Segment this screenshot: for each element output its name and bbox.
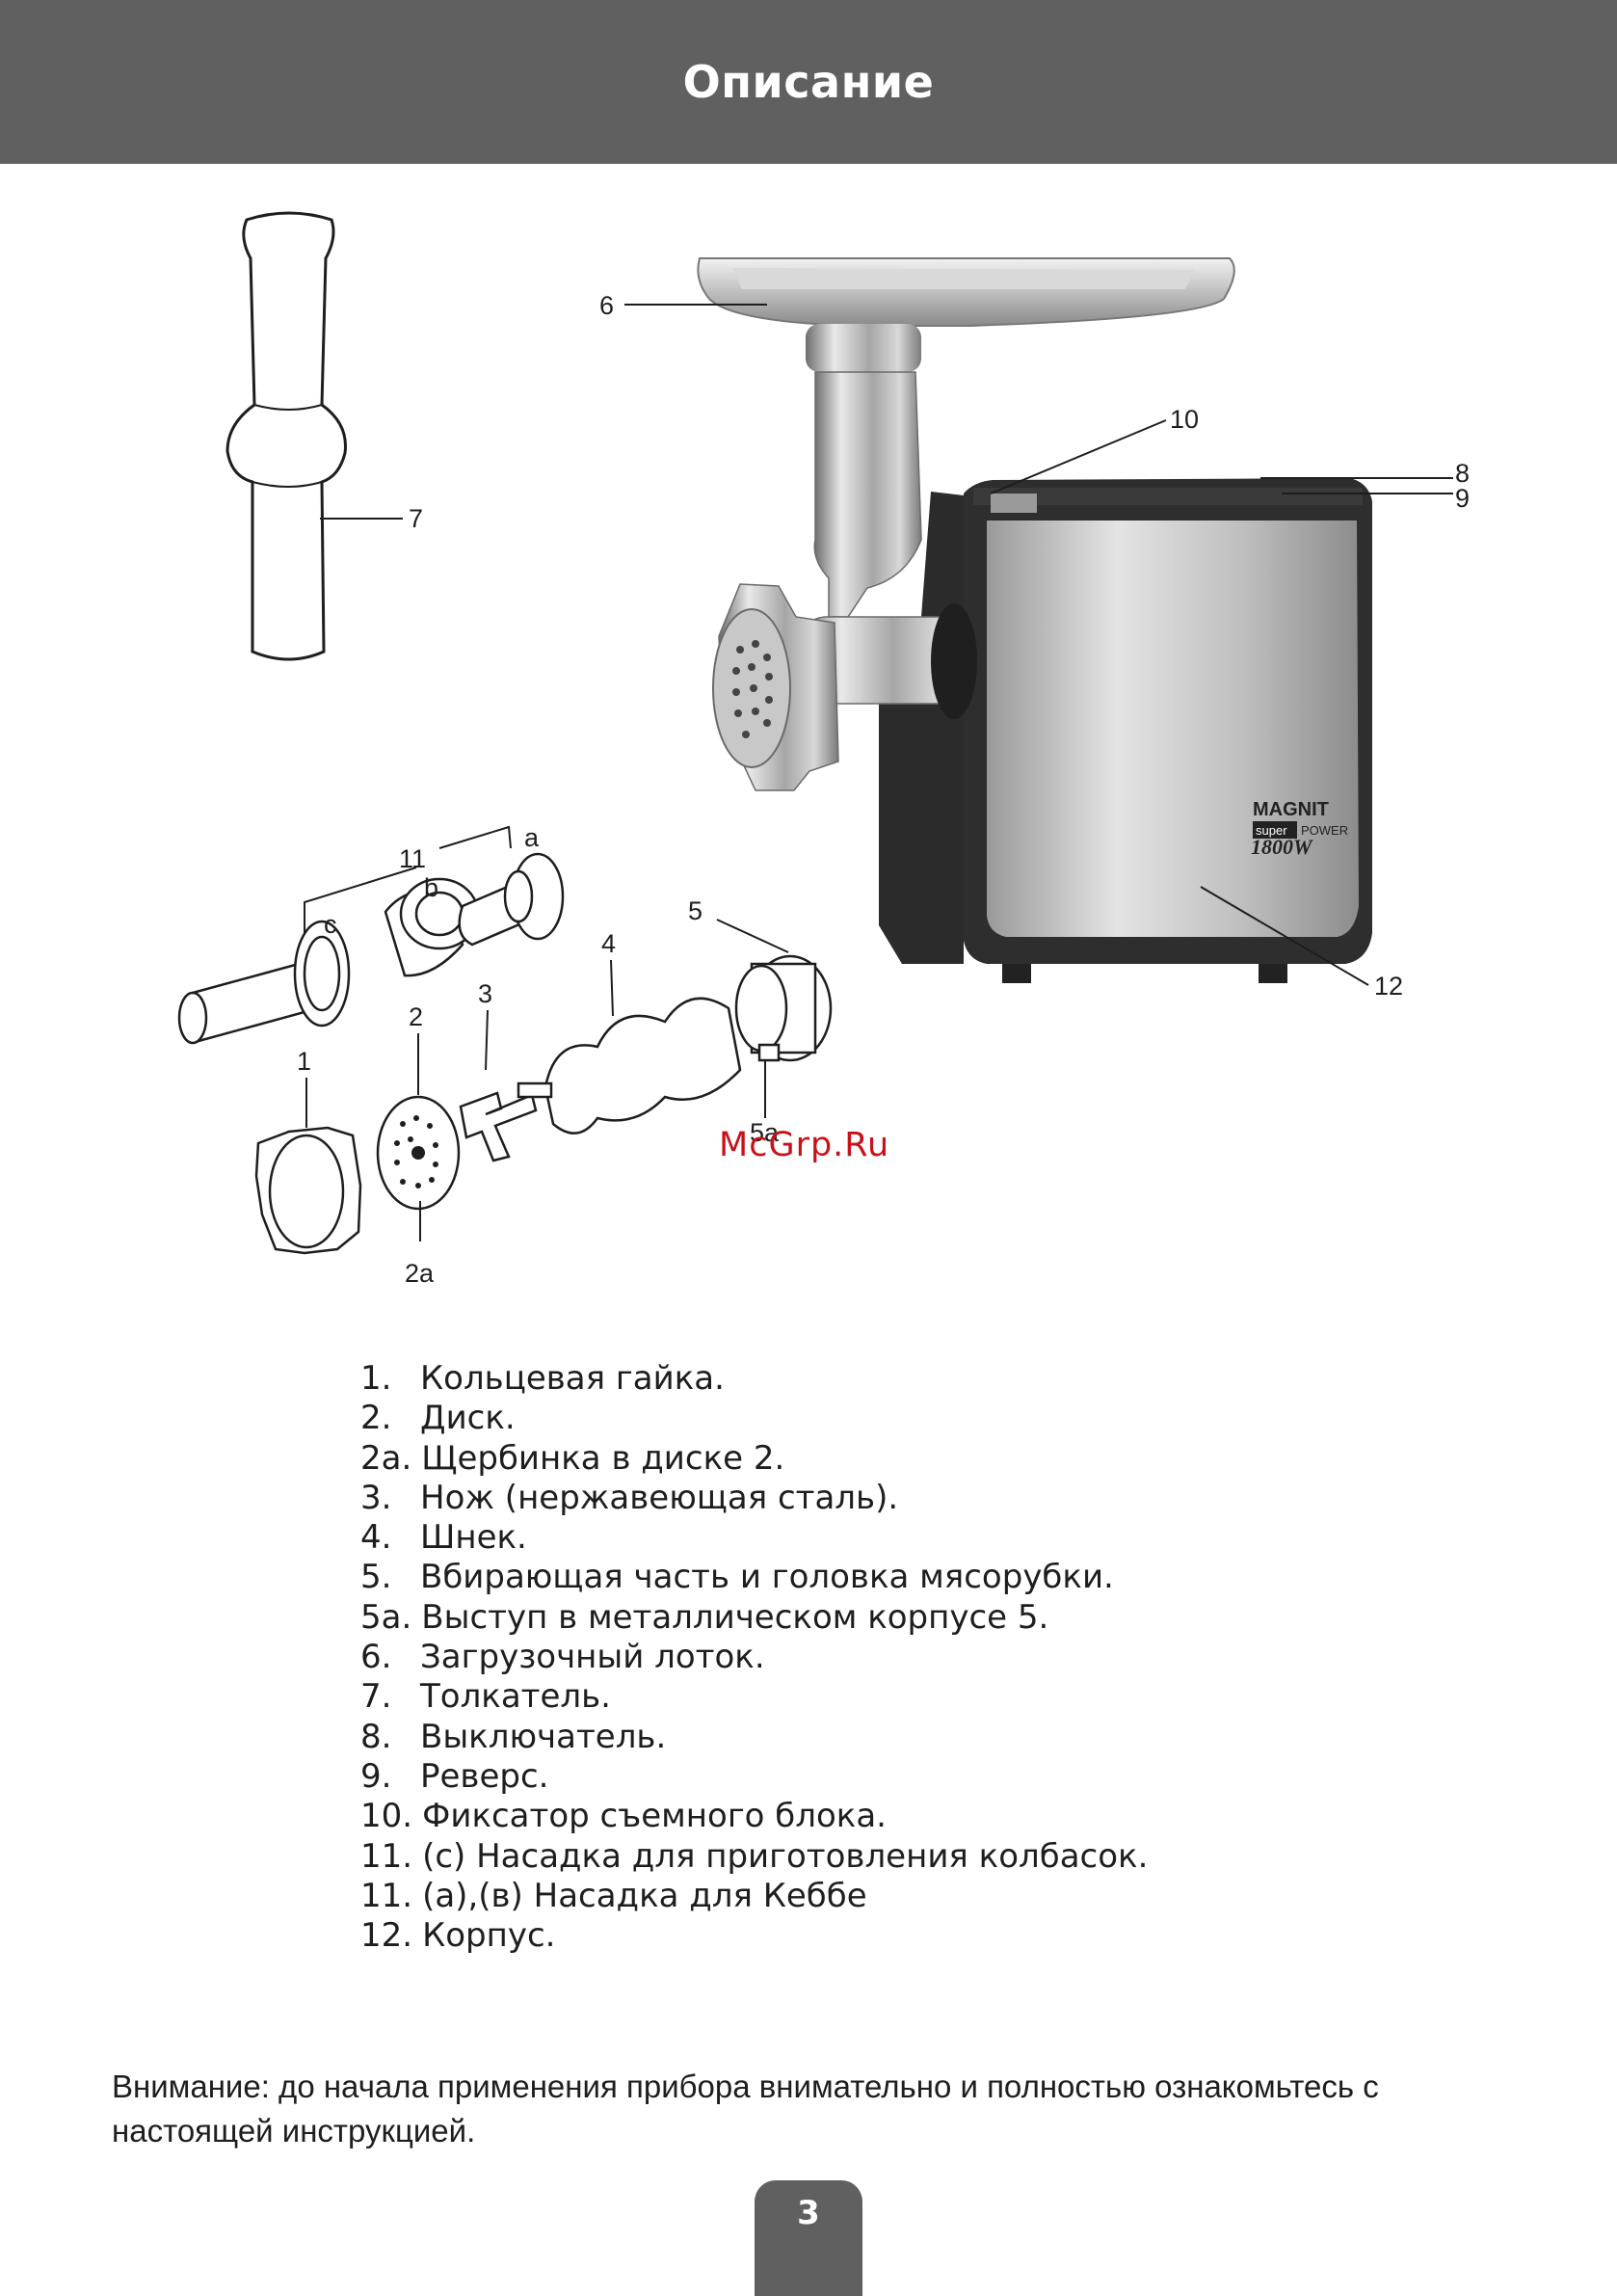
legend-text: Вбирающая часть и головка мясорубки. bbox=[420, 1558, 1114, 1597]
legend-text: Загрузочный лоток. bbox=[420, 1638, 765, 1677]
brand-power: 1800W bbox=[1251, 835, 1313, 859]
legend-number: 10. bbox=[360, 1797, 413, 1836]
pusher-illustration bbox=[225, 211, 347, 661]
callout-a: a bbox=[524, 823, 540, 852]
legend-item: 8. Выключатель. bbox=[360, 1718, 1148, 1757]
motor-body-illustration: MAGNIT super POWER 1800W bbox=[879, 478, 1372, 983]
callout-2a: 2a bbox=[405, 1259, 435, 1288]
callout-5a: 5a bbox=[750, 1118, 780, 1147]
legend-text: Корпус. bbox=[422, 1916, 556, 1956]
legend-text: (с) Насадка для приготовления колбасок. bbox=[422, 1836, 1149, 1876]
page-title: Описание bbox=[682, 56, 935, 108]
legend-item: 9. Реверс. bbox=[360, 1757, 1148, 1797]
legend-number: 5. bbox=[360, 1558, 392, 1597]
legend-number: 9. bbox=[360, 1756, 392, 1796]
legend-number: 4. bbox=[360, 1518, 392, 1558]
legend-text: Нож (нержавеющая сталь). bbox=[420, 1478, 899, 1517]
page-number-tab: 3 bbox=[755, 2180, 862, 2296]
legend-text: Щербинка в диске 2. bbox=[421, 1438, 785, 1478]
callout-10: 10 bbox=[1170, 405, 1199, 434]
legend-text: (а),(в) Насадка для Кеббе bbox=[422, 1876, 867, 1915]
legend-number: 5а. bbox=[360, 1597, 412, 1637]
warning-notice: Внимание: до начала применения прибора в… bbox=[112, 2065, 1519, 2153]
callout-b: b bbox=[424, 873, 438, 902]
warning-label: Внимание: bbox=[112, 2069, 270, 2104]
legend-number: 3. bbox=[360, 1478, 392, 1517]
legend-text: Выключатель. bbox=[420, 1717, 667, 1756]
legend-text: Шнек. bbox=[420, 1518, 527, 1558]
legend-number: 6. bbox=[360, 1638, 392, 1677]
callout-1: 1 bbox=[297, 1047, 311, 1076]
watermark: McGrp.Ru bbox=[719, 1126, 890, 1164]
legend-text: Диск. bbox=[420, 1399, 516, 1438]
legend-item: 1. Кольцевая гайка. bbox=[360, 1359, 1148, 1399]
legend-item: 6. Загрузочный лоток. bbox=[360, 1638, 1148, 1677]
legend-number: 7. bbox=[360, 1677, 392, 1717]
legend-number: 1. bbox=[360, 1359, 392, 1398]
neck-illustration bbox=[806, 324, 922, 618]
legend-item: 7. Толкатель. bbox=[360, 1677, 1148, 1717]
legend-item: 12.Корпус. bbox=[360, 1916, 1148, 1956]
callout-5: 5 bbox=[688, 896, 702, 925]
legend-number: 2а. bbox=[360, 1438, 412, 1478]
legend-number: 8. bbox=[360, 1717, 392, 1756]
brand-name: MAGNIT bbox=[1253, 799, 1329, 820]
legend-text: Фиксатор съемного блока. bbox=[422, 1797, 887, 1836]
warning-text: до начала применения прибора внимательно… bbox=[112, 2069, 1379, 2149]
legend-text: Кольцевая гайка. bbox=[420, 1359, 725, 1398]
tray-illustration bbox=[697, 257, 1235, 327]
legend-item: 11.(с) Насадка для приготовления колбасо… bbox=[360, 1837, 1148, 1877]
brand-line2: POWER bbox=[1301, 823, 1348, 838]
legend-number: 12. bbox=[360, 1916, 413, 1956]
brand-line1: super bbox=[1256, 823, 1287, 838]
legend-item: 5. Вбирающая часть и головка мясорубки. bbox=[360, 1558, 1148, 1597]
legend-text: Выступ в металлическом корпусе 5. bbox=[421, 1597, 1049, 1637]
legend-item: 4. Шнек. bbox=[360, 1518, 1148, 1558]
exploded-parts bbox=[177, 852, 833, 1255]
callout-11: 11 bbox=[399, 844, 426, 873]
legend-item: 2. Диск. bbox=[360, 1399, 1148, 1438]
legend-number: 11. bbox=[360, 1876, 413, 1915]
legend-item: 2а.Щербинка в диске 2. bbox=[360, 1439, 1148, 1479]
head-illustration bbox=[712, 583, 977, 791]
legend-number: 2. bbox=[360, 1399, 392, 1438]
legend-number: 11. bbox=[360, 1836, 413, 1876]
page-number: 3 bbox=[797, 2194, 820, 2232]
callout-7: 7 bbox=[409, 504, 423, 533]
parts-legend: 1. Кольцевая гайка. 2. Диск. 2а.Щербинка в… bbox=[360, 1359, 1148, 1956]
callout-8: 8 bbox=[1455, 459, 1470, 488]
callout-c: c bbox=[324, 910, 337, 939]
product-diagram: 7 6 MAGNIT super POWER 1800W bbox=[0, 164, 1617, 1321]
callout-3: 3 bbox=[478, 979, 492, 1008]
legend-item: 3. Нож (нержавеющая сталь). bbox=[360, 1479, 1148, 1518]
legend-item: 5а.Выступ в металлическом корпусе 5. bbox=[360, 1598, 1148, 1638]
callout-4: 4 bbox=[601, 929, 616, 958]
callout-12: 12 bbox=[1374, 972, 1403, 1001]
legend-item: 10.Фиксатор съемного блока. bbox=[360, 1797, 1148, 1836]
page-header: Описание bbox=[0, 0, 1617, 164]
callout-2: 2 bbox=[409, 1002, 423, 1031]
callout-9: 9 bbox=[1455, 484, 1470, 513]
callout-6: 6 bbox=[599, 291, 614, 320]
legend-item: 11.(а),(в) Насадка для Кеббе bbox=[360, 1877, 1148, 1916]
legend-text: Реверс. bbox=[420, 1756, 549, 1796]
legend-text: Толкатель. bbox=[420, 1677, 611, 1717]
